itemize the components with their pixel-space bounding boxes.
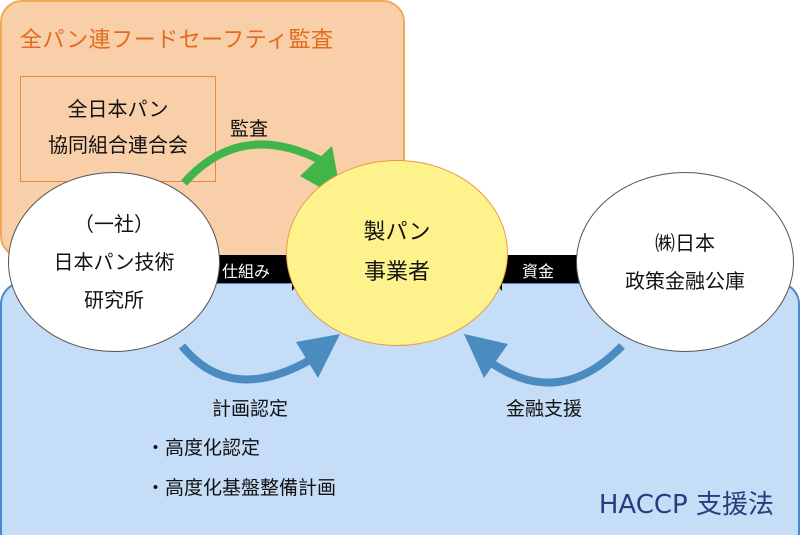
- haccp-region-title: HACCP 支援法: [598, 490, 774, 520]
- mechanism-arrow-label: 仕組み: [222, 262, 271, 281]
- funds-arrow-body: [502, 255, 580, 283]
- certification-item: ・高度化基盤整備計画: [146, 477, 337, 499]
- audit-region-title: 全パン連フードセーフティ監査: [20, 28, 334, 53]
- mechanism-arrow-body: [210, 255, 292, 283]
- plan-certification-label: 計画認定: [212, 398, 289, 420]
- plan-certification-arrow: [178, 343, 312, 384]
- certification-list: ・高度化認定 ・高度化基盤整備計画: [146, 428, 336, 508]
- financial-support-arrow: [487, 343, 625, 387]
- finance-line-1: ㈱日本: [655, 231, 715, 255]
- plan-certification-arrowhead: [296, 334, 340, 378]
- research-institute-node: （一社） 日本パン技術 研究所: [8, 172, 220, 352]
- bakery-line-1: 製パン: [363, 220, 431, 245]
- federation-line-2: 協同組合連合会: [48, 133, 188, 157]
- financial-support-arrowhead: [464, 334, 508, 378]
- finance-line-2: 政策金融公庫: [625, 269, 745, 293]
- funds-arrow-label: 資金: [522, 262, 555, 281]
- research-line-1: （一社）: [74, 212, 154, 236]
- federation-box: 全日本パン 協同組合連合会: [20, 76, 216, 182]
- research-line-2: 日本パン技術: [53, 250, 175, 274]
- finance-corporation-node: ㈱日本 政策金融公庫: [576, 172, 794, 352]
- audit-arrow-label: 監査: [230, 118, 269, 140]
- financial-support-label: 金融支援: [506, 398, 583, 420]
- bakery-line-2: 事業者: [363, 260, 430, 285]
- bakery-node: 製パン 事業者: [286, 160, 508, 346]
- audit-arrow: [181, 140, 322, 186]
- federation-line-1: 全日本パン: [67, 97, 169, 121]
- research-line-3: 研究所: [84, 288, 144, 312]
- certification-item: ・高度化認定: [146, 437, 261, 459]
